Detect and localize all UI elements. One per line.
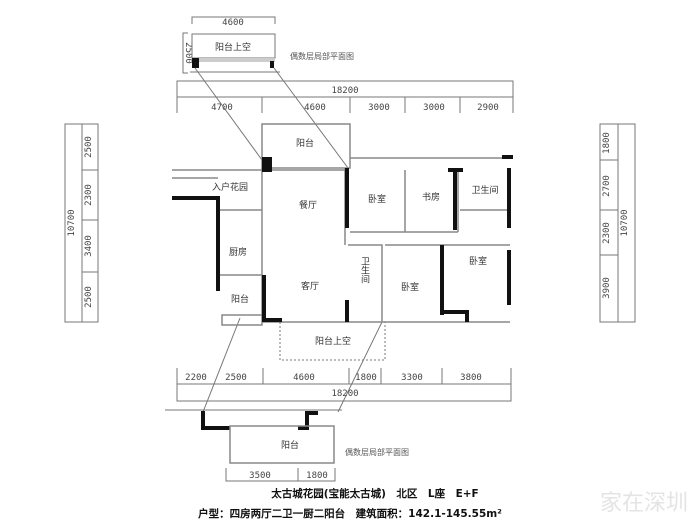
top-dimensions: 18200 4700 4600 3000 3000 2900 (176, 80, 514, 113)
room-study: 书房 (422, 191, 440, 203)
dim-total: 10700 (620, 209, 630, 236)
dim-total: 10700 (67, 209, 77, 236)
dim-label: 2500 (84, 286, 94, 308)
dim-label: 4700 (211, 103, 233, 113)
dim-label: 2300 (602, 222, 612, 244)
dim-label: 1800 (306, 471, 328, 481)
dim-label: 2500 (84, 136, 94, 158)
room-balcony-void: 阳台上空 (315, 335, 351, 347)
bottom-dimensions: 2200 2500 4600 1800 3300 3800 18200 (176, 368, 512, 402)
dim-label: 2300 (84, 184, 94, 206)
room-entrance-garden: 入户花园 (212, 181, 248, 193)
dim-label: 4600 (293, 373, 315, 383)
room-label: 阳台 (281, 439, 299, 451)
room-bathroom-1: 卫生间 (471, 184, 498, 196)
dim-label: 1800 (602, 132, 612, 154)
dim-label: 3000 (423, 103, 445, 113)
room-bedroom-2: 卧室 (401, 281, 419, 293)
dim-label: 2700 (602, 175, 612, 197)
dim-label: 2200 (185, 373, 207, 383)
dim-label: 3000 (368, 103, 390, 113)
dim-label: 1800 (355, 373, 377, 383)
dim-label: 4600 (304, 103, 326, 113)
inset-caption: 偶数层局部平面图 (345, 447, 409, 457)
room-bathroom-2: 卫生间 (359, 257, 370, 285)
room-label: 阳台上空 (215, 41, 251, 53)
plan-subtitle: 户型：四房两厅二卫一厨二阳台 建筑面积：142.1-145.55m² (197, 507, 502, 520)
watermark-logo: 家在深圳 (600, 491, 688, 516)
room-kitchen: 厨房 (229, 246, 247, 258)
dim-total: 18200 (331, 389, 358, 399)
dim-label: 4600 (222, 18, 244, 28)
plan-title: 太古城花园(宝能太古城) 北区 L座 E+F (270, 487, 478, 500)
top-inset: 4600 2500 阳台上空 偶数层局部平面图 (182, 16, 354, 74)
dim-label: 3800 (460, 373, 482, 383)
room-balcony-small: 阳台 (231, 293, 249, 305)
dim-label: 2500 (225, 373, 247, 383)
room-living: 客厅 (301, 280, 319, 292)
right-dimensions: 10700 1800 2700 2300 3900 (599, 123, 636, 323)
inset-caption: 偶数层局部平面图 (290, 51, 354, 61)
dim-label: 3500 (249, 471, 271, 481)
left-dimensions: 10700 2500 2300 3400 2500 (64, 123, 99, 323)
room-balcony-top: 阳台 (296, 137, 314, 149)
room-dining: 餐厅 (299, 199, 317, 211)
dim-label: 3300 (401, 373, 423, 383)
dim-total: 18200 (331, 86, 358, 96)
main-plan: 阳台 入户花园 餐厅 卧室 书房 卫生间 厨房 客厅 卫生间 卧室 卧室 阳台 … (172, 123, 513, 361)
bottom-inset: 阳台 3500 1800 偶数层局部平面图 (165, 409, 409, 482)
room-bedroom-3: 卧室 (469, 255, 487, 267)
dim-label: 3400 (84, 235, 94, 257)
dim-label: 2500 (183, 42, 193, 64)
dim-label: 3900 (602, 277, 612, 299)
room-bedroom-1: 卧室 (368, 193, 386, 205)
dim-label: 2900 (477, 103, 499, 113)
